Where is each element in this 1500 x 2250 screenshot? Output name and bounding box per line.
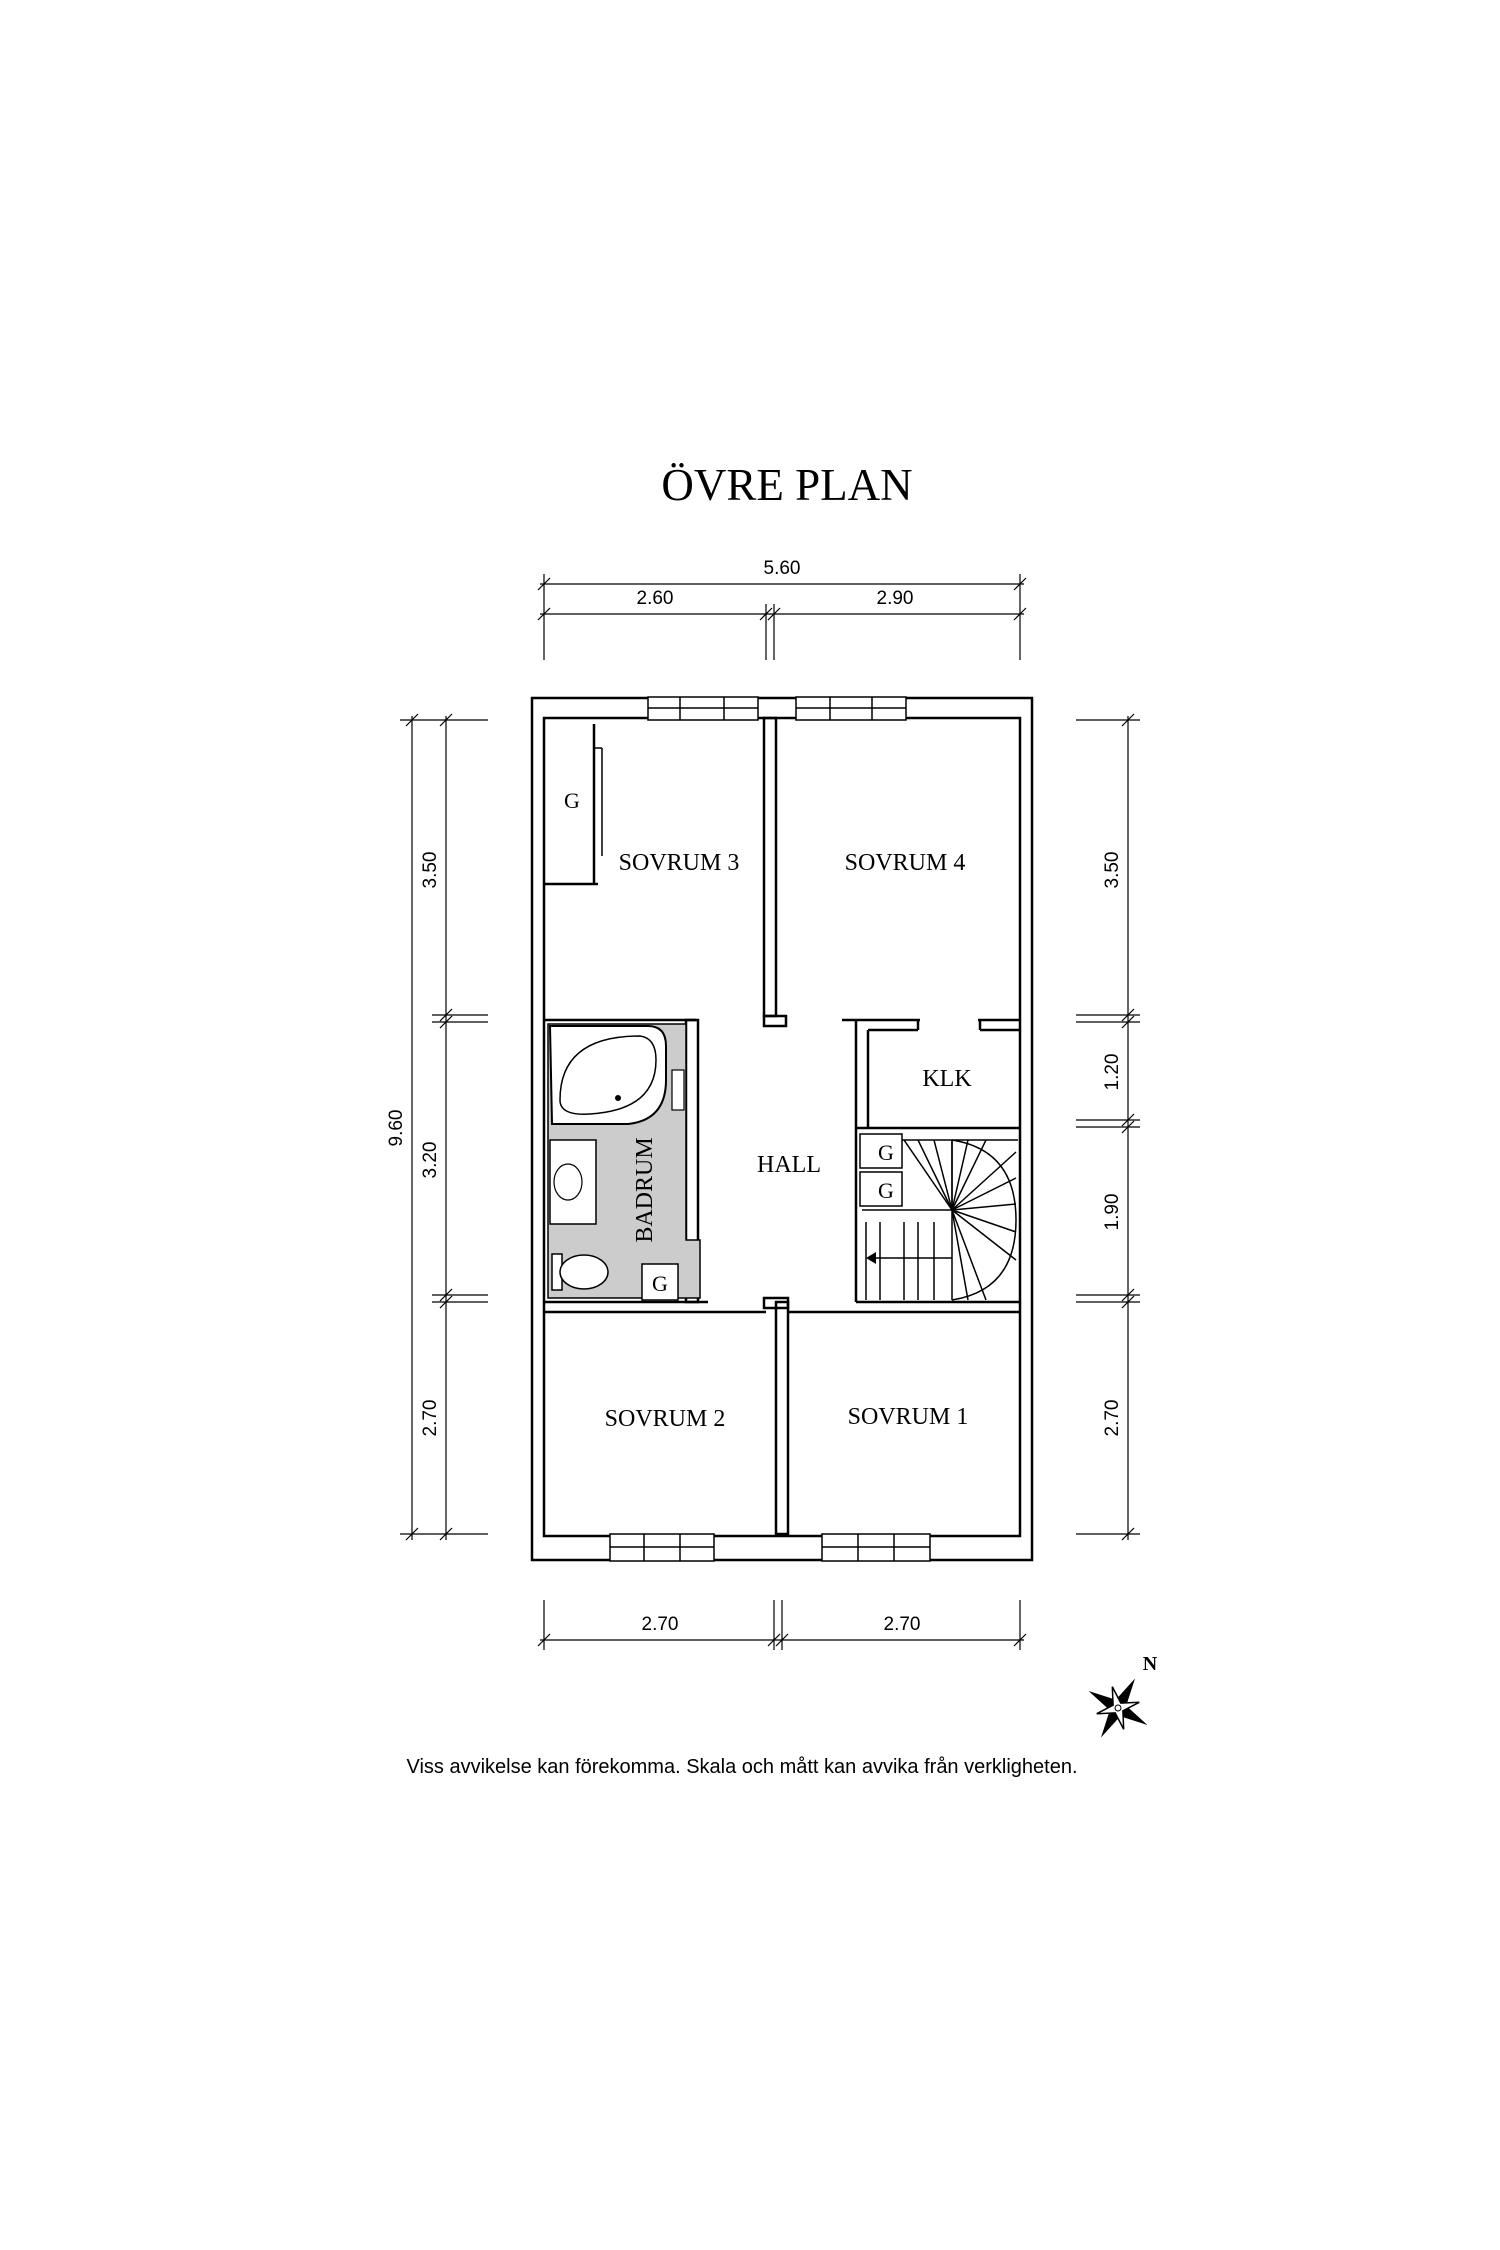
compass-north-label: N	[1143, 1653, 1158, 1675]
dim-right-4: 2.70	[1102, 1400, 1123, 1437]
dimension-right: 3.50 1.20 1.90 2.70	[1076, 713, 1140, 1541]
compass-icon	[1088, 1678, 1148, 1738]
dim-left-total: 9.60	[386, 1110, 407, 1147]
dim-left-1: 3.50	[420, 852, 441, 889]
dim-top-right: 2.90	[877, 588, 914, 609]
windows	[609, 696, 931, 1562]
dim-top-total: 5.60	[764, 558, 801, 579]
dim-bottom-left: 2.70	[642, 1614, 679, 1635]
dim-right-2: 1.20	[1102, 1054, 1123, 1091]
room-label-sovrum1: SOVRUM 1	[848, 1404, 969, 1430]
plan-title: ÖVRE PLAN	[661, 460, 912, 510]
closet-label: G	[878, 1178, 894, 1203]
closet-label: G	[564, 788, 580, 813]
dim-right-1: 3.50	[1102, 852, 1123, 889]
closet-label: G	[878, 1140, 894, 1165]
dim-top-left: 2.60	[637, 588, 674, 609]
disclaimer: Viss avvikelse kan förekomma. Skala och …	[406, 1756, 1077, 1778]
room-label-klk: KLK	[922, 1066, 972, 1092]
room-label-sovrum4: SOVRUM 4	[845, 850, 966, 876]
staircase	[859, 1133, 1018, 1301]
dim-bottom-right: 2.70	[884, 1614, 921, 1635]
closet-label: G	[652, 1271, 668, 1296]
dim-right-3: 1.90	[1102, 1194, 1123, 1231]
room-label-badrum: BADRUM	[632, 1137, 658, 1242]
room-label-hall: HALL	[757, 1152, 821, 1178]
dimension-left: 9.60 3.50 3.20 2.70	[386, 713, 488, 1541]
bathroom	[547, 1023, 701, 1301]
room-label-sovrum2: SOVRUM 2	[605, 1406, 726, 1432]
dimension-top: 5.60 2.60 2.90	[537, 558, 1027, 660]
room-label-sovrum3: SOVRUM 3	[619, 850, 740, 876]
interior-walls	[544, 716, 1020, 1536]
dimension-bottom: 2.70 2.70	[537, 1600, 1027, 1650]
dim-left-2: 3.20	[420, 1142, 441, 1179]
dim-left-3: 2.70	[420, 1400, 441, 1437]
